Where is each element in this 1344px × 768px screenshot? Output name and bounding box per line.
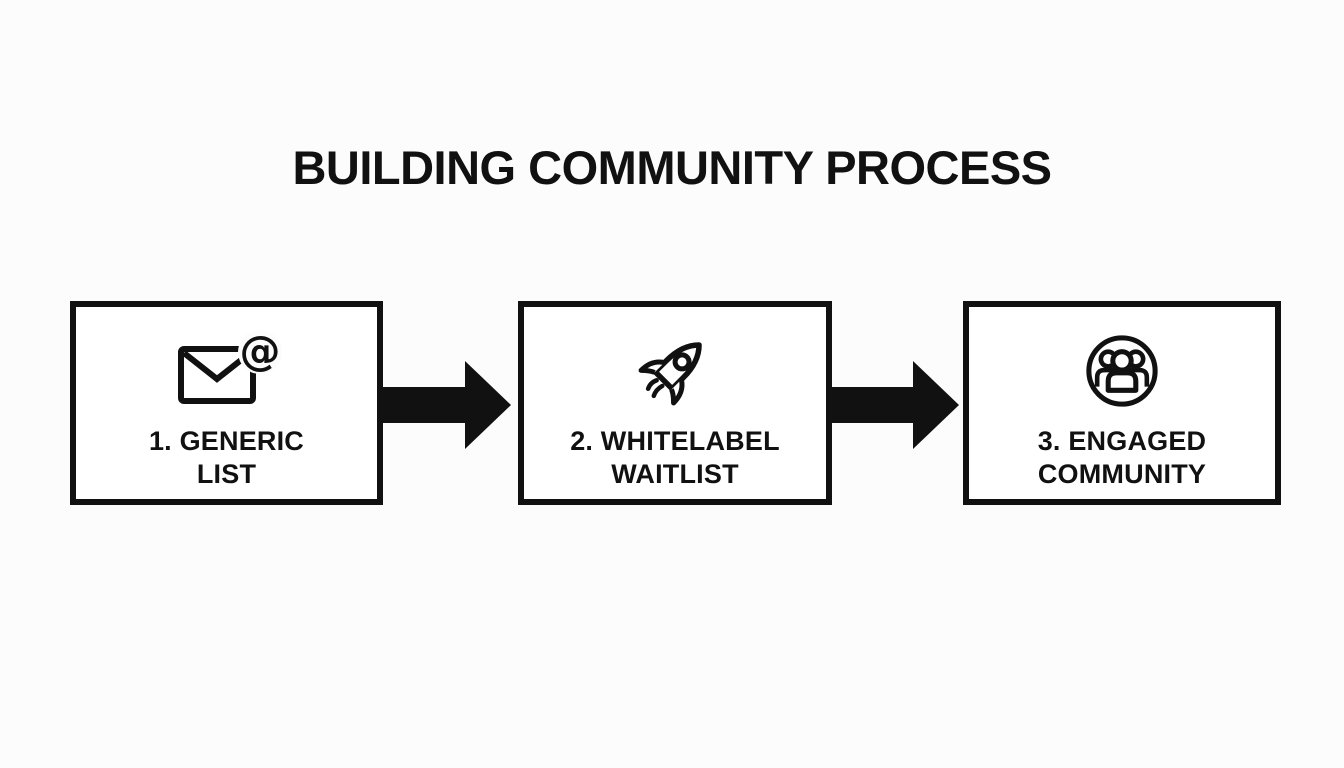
step-box-generic-list: @ 1. GENERIC LIST	[70, 301, 383, 505]
svg-text:@: @	[239, 327, 280, 375]
arrow-right-icon	[831, 361, 959, 449]
page-title: BUILDING COMMUNITY PROCESS	[292, 141, 1052, 194]
step-label: 3. ENGAGED COMMUNITY	[1037, 426, 1207, 489]
people-circle-icon	[1076, 325, 1168, 417]
step-label: 1. GENERIC LIST	[148, 426, 305, 489]
step-label: 2. WHITELABEL WAITLIST	[570, 426, 780, 489]
step-box-whitelabel-waitlist: 2. WHITELABEL WAITLIST	[518, 301, 832, 505]
arrow-right-icon	[383, 361, 511, 449]
rocket-icon	[625, 325, 725, 417]
email-at-icon: @	[169, 325, 285, 417]
step-box-engaged-community: 3. ENGAGED COMMUNITY	[963, 301, 1281, 505]
